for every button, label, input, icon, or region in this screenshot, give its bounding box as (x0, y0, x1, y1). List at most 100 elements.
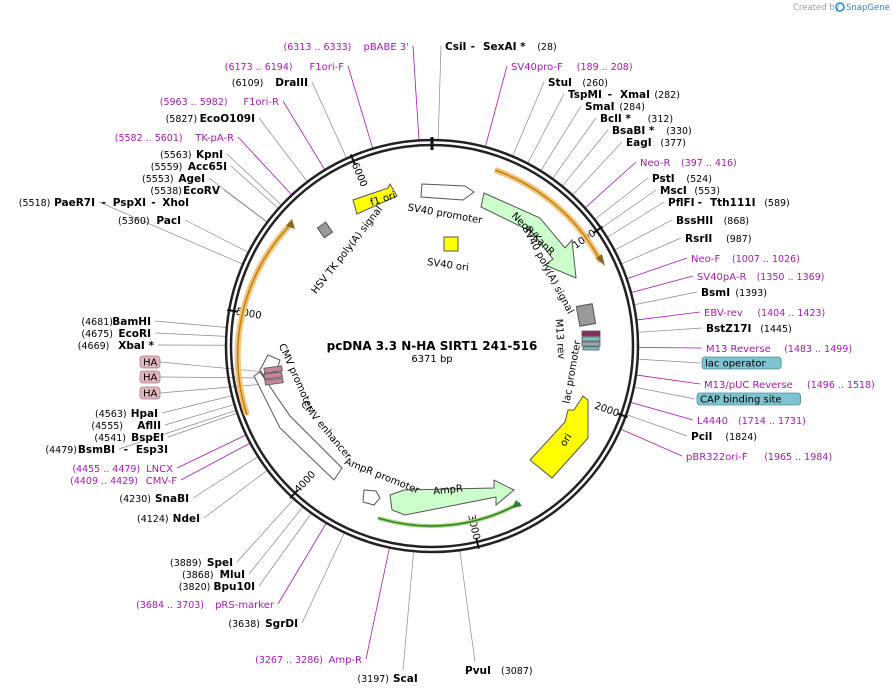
primer[interactable]: SV40pA-R(1350 .. 1369) (697, 272, 824, 283)
restriction-site[interactable]: SpeI(3889) (170, 557, 233, 569)
restriction-site[interactable]: SmaI(284) (585, 101, 645, 113)
restriction-site[interactable]: BclI *(312) (600, 113, 673, 125)
primer[interactable]: Amp-R(3267 .. 3286) (255, 655, 362, 666)
primer-name: pBABE 3' (363, 42, 409, 53)
restriction-site[interactable]: EcoRI(4675) (81, 328, 151, 340)
restriction-site[interactable]: -Tth111I(589) (698, 197, 790, 209)
primer-labels: SV40pro-F(189 .. 208) Neo-R(397 .. 416) Ne… (70, 42, 875, 666)
site-leader-line (236, 498, 295, 563)
restriction-site[interactable]: NdeI(4124) (137, 513, 200, 525)
site-name: KpnI (196, 149, 223, 161)
restriction-site[interactable]: EcoRV(5538) (150, 185, 220, 197)
restriction-site[interactable]: PflFI (668, 197, 695, 209)
m13-rev-box[interactable] (581, 330, 601, 337)
f1-ori-arrow[interactable] (352, 182, 398, 215)
restriction-site[interactable]: PciI (1824) (691, 431, 757, 443)
ori-arrow[interactable] (529, 395, 589, 479)
restriction-site[interactable]: -XmaI(282) (608, 89, 680, 101)
primer[interactable]: pRS-marker(3684 .. 3703) (136, 600, 275, 611)
restriction-site[interactable]: BsmI(1393) (701, 287, 767, 299)
restriction-site[interactable]: PstI(524) (652, 173, 712, 185)
primer-range: (6173 .. 6194) (225, 62, 293, 73)
ampr-promoter-arrow[interactable] (362, 489, 381, 506)
restriction-site[interactable]: EcoO109I(5827) (166, 113, 255, 125)
restriction-site[interactable]: -SexAI *(28) (471, 41, 557, 53)
restriction-site[interactable]: Acc65I(5559) (151, 161, 227, 173)
restriction-site[interactable]: KpnI (5563) (160, 149, 223, 161)
ha-tag-box-2[interactable] (263, 371, 283, 380)
site-leader-line (154, 332, 227, 337)
site-position: (5563) (160, 150, 192, 161)
restriction-site[interactable]: EagI(377) (626, 137, 686, 149)
ha-tag-label[interactable]: HA (139, 370, 161, 384)
restriction-site[interactable]: HpaI(4563) (95, 408, 158, 420)
cap-site-box[interactable] (582, 346, 600, 351)
restriction-site[interactable]: AflII(4555) (91, 420, 161, 432)
primer[interactable]: M13/pUC Reverse(1496 .. 1518) (704, 380, 875, 391)
ha-tag-box-1[interactable] (263, 365, 283, 374)
primer[interactable]: pBR322ori-F(1965 .. 1984) (686, 452, 832, 463)
restriction-site[interactable]: BsmBI(4479) (45, 444, 115, 456)
primer[interactable]: L4440(1714 .. 1731) (697, 416, 806, 427)
site-position: (1824) (725, 432, 757, 443)
restriction-site[interactable]: SnaBI(4230) (119, 493, 189, 505)
restriction-site[interactable]: AgeI(5553) (142, 173, 205, 185)
restriction-site[interactable]: BspEI(4541) (94, 432, 164, 444)
restriction-site[interactable]: MluI(3868) (182, 569, 245, 581)
primer[interactable]: F1ori-R(5963 .. 5982) (160, 97, 279, 108)
restriction-site[interactable]: RsrII(987) (685, 233, 752, 245)
feature-label: AmpR (433, 483, 464, 497)
site-name: PciI (691, 431, 712, 443)
restriction-site[interactable]: Esp3I- (124, 444, 168, 456)
restriction-site[interactable]: XhoI- (151, 197, 189, 209)
primer[interactable]: pBABE 3'(6313 .. 6333) (284, 42, 409, 53)
primer[interactable]: LNCX(4455 .. 4479) (72, 464, 173, 475)
restriction-site[interactable]: TspMI (568, 89, 602, 101)
restriction-site[interactable]: ScaI(3197) (357, 673, 417, 685)
restriction-site[interactable]: BssHII(868) (676, 215, 749, 227)
ampr-arrow[interactable] (389, 479, 515, 516)
boxed-feature-label[interactable]: lac operator (701, 356, 782, 370)
restriction-site[interactable]: PacI(5360) (118, 215, 181, 227)
leader-lines (98, 45, 703, 671)
restriction-site[interactable]: MscI(553) (660, 185, 720, 197)
lac-operator-box[interactable] (581, 336, 601, 342)
lac-promoter-box[interactable] (581, 341, 601, 347)
sv40-ori-box[interactable] (443, 236, 459, 252)
primer-range: (1007 .. 1026) (732, 254, 800, 265)
cmv-enhancer-arrow[interactable] (253, 371, 343, 481)
restriction-site[interactable]: DraIII(6109) (232, 77, 308, 89)
primer[interactable]: CMV-F(4409 .. 4429) (70, 476, 177, 487)
restriction-site[interactable]: PvuI(3087) (465, 665, 533, 677)
box-label-text: CAP binding site (700, 395, 782, 406)
primer[interactable]: M13 Reverse(1483 .. 1499) (706, 344, 852, 355)
boxed-feature-label[interactable]: CAP binding site (696, 392, 801, 406)
restriction-site[interactable]: CsiI (445, 41, 466, 53)
hsv-tk-polya-box[interactable] (316, 221, 334, 239)
primer-leader-line (347, 65, 374, 149)
feature-label: SV40 ori (426, 257, 469, 274)
primer[interactable]: Neo-F(1007 .. 1026) (691, 254, 800, 265)
primer[interactable]: EBV-rev(1404 .. 1423) (704, 308, 825, 319)
site-leader-line (311, 81, 348, 159)
primer[interactable]: F1ori-F(6173 .. 6194) (225, 62, 345, 73)
restriction-site[interactable]: BamHI(4681) (81, 316, 151, 328)
sv40-promoter-arrow[interactable] (420, 183, 475, 201)
ha-tag-box-3[interactable] (264, 377, 284, 386)
primer[interactable]: Neo-R(397 .. 416) (640, 158, 737, 169)
restriction-site[interactable]: BsaBI *(330) (612, 125, 692, 137)
restriction-site[interactable]: BstZ17I(1445) (706, 323, 792, 335)
site-position: (4124) (137, 514, 169, 525)
neor-kanr-arrow[interactable] (480, 192, 577, 279)
ha-tag-label[interactable]: HA (139, 386, 161, 400)
restriction-site[interactable]: XbaI *(4669) (78, 340, 155, 352)
primer[interactable]: TK-pA-R(5582 .. 5601) (115, 133, 234, 144)
restriction-site[interactable]: SgrDI(3638) (228, 618, 298, 630)
restriction-site[interactable]: PspXI- (102, 197, 146, 209)
ha-tag-label[interactable]: HA (139, 355, 161, 369)
restriction-site[interactable]: Bpu10I(3820) (179, 581, 255, 593)
restriction-site[interactable]: PaeR7I(5518) (19, 197, 95, 209)
sv40-polya-box[interactable] (575, 303, 597, 327)
restriction-site[interactable]: StuI(260) (548, 77, 608, 89)
primer[interactable]: SV40pro-F(189 .. 208) (511, 62, 633, 73)
